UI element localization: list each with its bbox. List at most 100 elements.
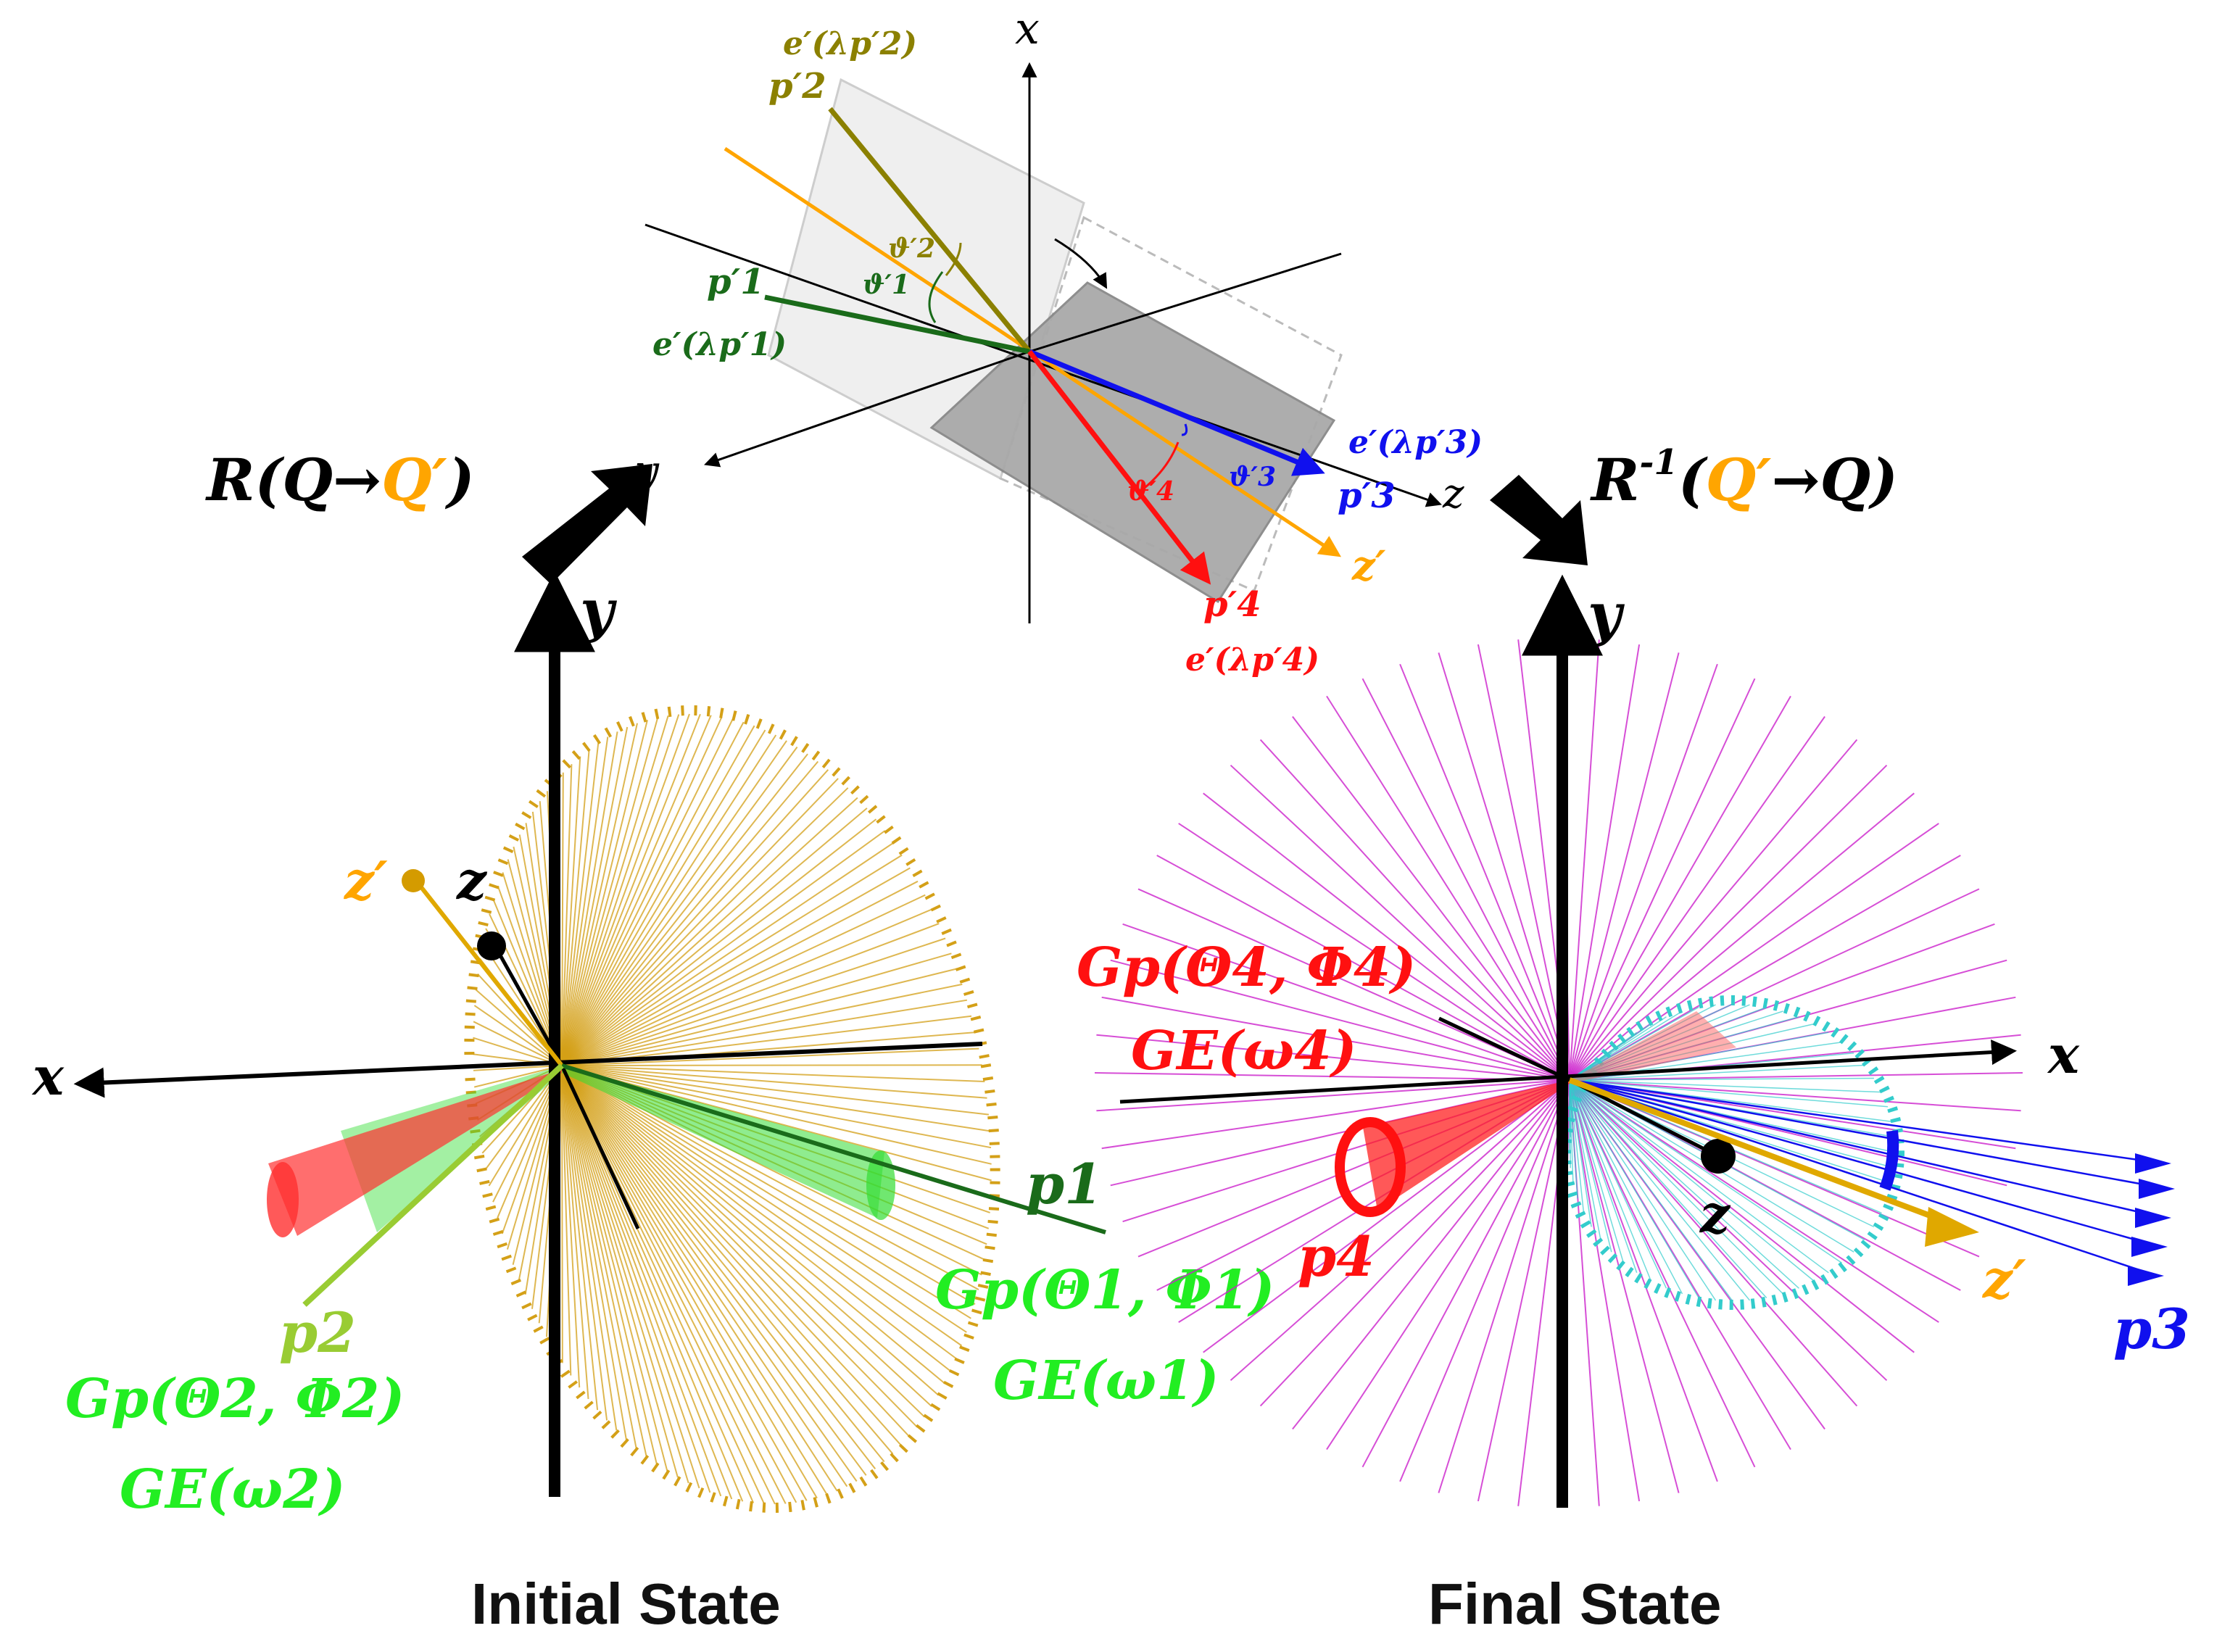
gold-spoke <box>561 723 638 1066</box>
blue-arrowhead <box>2131 1237 2168 1257</box>
gold-spoke <box>561 1065 627 1440</box>
magenta-spoke <box>1477 644 1570 1081</box>
magenta-spoke <box>1569 1079 1915 1353</box>
final-axis-z <box>1568 1078 1720 1158</box>
initial-label-zprime: z′ <box>343 850 388 911</box>
gold-spoke <box>561 842 895 1066</box>
gold-spoke <box>561 1065 971 1319</box>
magenta-spoke <box>1569 678 1756 1081</box>
blue-arrowhead <box>2135 1208 2171 1228</box>
gold-spoke <box>561 736 609 1066</box>
inset-theta1-arc <box>928 271 944 323</box>
magenta-spoke <box>1096 1079 1570 1112</box>
cyan-spoke <box>1569 1079 1625 1263</box>
gold-spoke <box>561 1065 945 1385</box>
gold-spoke <box>561 719 648 1066</box>
inset-plane-rotation-arrow <box>1054 238 1108 289</box>
gold-spoke <box>561 772 564 1066</box>
magenta-spoke <box>1094 1072 1570 1081</box>
blue-ray <box>1569 1079 2158 1277</box>
gold-spoke <box>561 1065 992 1165</box>
magenta-spoke <box>1259 739 1570 1081</box>
blue-ray <box>1569 1079 2165 1219</box>
cyan-spoke <box>1569 1079 1751 1301</box>
magenta-spoke <box>1569 1079 2021 1112</box>
gold-spoke <box>561 1065 885 1463</box>
gold-spoke <box>561 1065 700 1489</box>
gold-spoke <box>561 1064 982 1066</box>
cyan-spoke <box>1569 1079 1699 1298</box>
gold-spoke <box>561 740 787 1066</box>
gold-spoke <box>561 1065 894 1455</box>
magenta-spoke <box>1326 695 1570 1081</box>
magenta-spoke <box>1156 855 1570 1081</box>
gold-spoke <box>561 1065 828 1495</box>
inset-label-x: x <box>1015 4 1040 54</box>
gold-spoke <box>561 1065 744 1502</box>
initial-label-ge1: GE(ω1) <box>993 1350 1219 1412</box>
gold-spoke <box>561 742 600 1066</box>
gold-spoke <box>561 880 919 1066</box>
gold-spoke <box>561 725 755 1066</box>
magenta-spoke <box>1137 888 1570 1081</box>
gold-spoke <box>561 894 926 1066</box>
final-axis-diag <box>1438 1016 1571 1082</box>
cyan-spoke <box>1569 1079 1601 1240</box>
gold-spoke <box>561 1065 940 1396</box>
cyan-spoke <box>1569 1077 1874 1081</box>
gold-spoke <box>561 1065 867 1476</box>
magenta-spoke <box>1569 715 1825 1081</box>
gold-spoke <box>561 717 659 1066</box>
gold-spoke <box>561 1065 658 1465</box>
gold-spoke <box>561 1065 925 1418</box>
gold-spoke <box>473 1065 563 1088</box>
magenta-spoke <box>1361 1079 1570 1468</box>
final-label-p4: p4 <box>1298 1224 1375 1289</box>
gold-spoke <box>561 1065 668 1472</box>
magenta-spoke <box>1477 1079 1570 1502</box>
gold-spoke <box>561 1065 572 1376</box>
initial-axis-x <box>73 1042 983 1098</box>
magenta-spoke <box>1326 1079 1570 1450</box>
final-zprime-cone <box>1925 1207 1979 1247</box>
inset-theta4-arc <box>1137 441 1180 494</box>
magenta-spoke <box>1569 644 1641 1081</box>
final-blue-arc <box>1879 1130 1899 1191</box>
magenta-spoke <box>1101 996 1570 1081</box>
gold-spoke <box>561 1065 976 1306</box>
initial-label-x: x <box>31 1045 65 1107</box>
magenta-spoke <box>1292 1079 1570 1430</box>
gold-spoke <box>561 937 946 1066</box>
gold-spoke <box>561 1047 979 1066</box>
gold-spoke <box>561 714 680 1066</box>
inset-label-e-p2: e′(λp′2) <box>783 25 917 62</box>
magenta-spoke <box>1110 959 1570 1081</box>
gold-spoke <box>561 923 940 1066</box>
inset-label-p4: p′4 <box>1203 584 1261 625</box>
gold-spoke <box>561 1065 689 1484</box>
inset-label-e-p1: e′(λp′1) <box>652 326 787 363</box>
gold-spoke <box>561 1065 858 1482</box>
gold-spoke <box>561 715 712 1066</box>
initial-p1-vector <box>561 1063 1106 1234</box>
final-z-ball <box>1701 1139 1736 1174</box>
gold-spoke <box>561 756 581 1066</box>
inset-axis-y <box>704 350 1030 468</box>
magenta-spoke <box>1569 1079 1718 1482</box>
inset-label-e-p3: e′(λp′3) <box>1348 424 1483 461</box>
magenta-spoke <box>1203 792 1570 1081</box>
gold-spoke <box>561 1065 987 1099</box>
gold-spoke <box>561 1065 711 1493</box>
magenta-spoke <box>1569 1079 1641 1502</box>
forward-rotation-arrow <box>522 464 652 584</box>
gold-spoke <box>561 753 808 1066</box>
magenta-spoke <box>1230 764 1570 1081</box>
magenta-spoke <box>1203 1079 1570 1353</box>
gold-spoke <box>561 1065 679 1478</box>
inset-plane-dashed-outline <box>999 215 1343 593</box>
rotated-frame-inset: x y z z′ e′(λp′2) p′2 ϑ′2 p′1 ϑ′1 e′(λp′… <box>632 4 1483 678</box>
magenta-spoke <box>1569 663 1718 1081</box>
cyan-spoke <box>1569 1079 1882 1093</box>
magenta-spoke <box>1569 1079 1680 1493</box>
gold-spoke <box>561 1065 990 1132</box>
